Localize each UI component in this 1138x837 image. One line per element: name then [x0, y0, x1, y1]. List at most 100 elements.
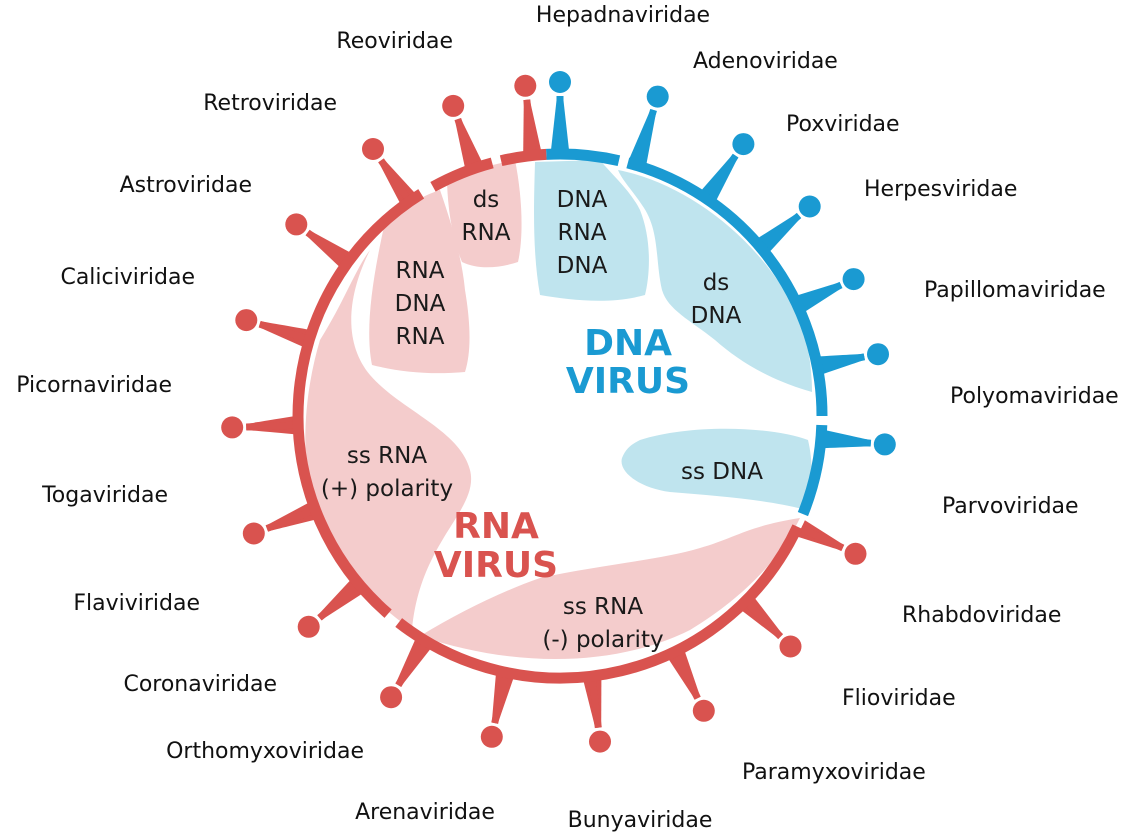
ds-rna-line-2: RNA [462, 220, 511, 246]
ss-rna-neg-line-2: (-) polarity [542, 627, 663, 653]
ss-dna-line-1: ss DNA [681, 459, 763, 485]
family-label-bunyaviridae: Bunyaviridae [568, 808, 713, 833]
spike-shaft-caliciviridae [305, 229, 347, 263]
family-label-coronaviridae: Coronaviridae [123, 672, 277, 697]
rna-dna-rna-line-2: DNA [395, 291, 446, 317]
ds-rna-region [447, 160, 522, 268]
spike-head-bunyaviridae [589, 730, 611, 753]
family-label-adenoviridae: Adenoviridae [693, 49, 838, 74]
segment-labels: ds RNA RNA DNA RNA DNA RNA DNA ds DNA ss… [321, 187, 763, 653]
dna-rna-dna-line-1: DNA [557, 187, 608, 213]
spike-head-rhabdoviridae [844, 542, 867, 565]
family-label-papillomaviridae: Papillomaviridae [924, 278, 1106, 303]
spike-arenaviridae [480, 674, 514, 748]
rna-dna-rna-region [369, 190, 470, 374]
family-label-herpesviridae: Herpesviridae [864, 177, 1017, 202]
family-label-poxviridae: Poxviridae [786, 112, 900, 137]
spike-head-papillomaviridae [842, 268, 865, 291]
dna-rna-dna-region [534, 160, 649, 301]
family-label-arenaviridae: Arenaviridae [355, 800, 495, 825]
family-label-polyomaviridae: Polyomaviridae [950, 384, 1119, 409]
rna-envelope-arc-3 [430, 157, 494, 192]
spike-reoviridae [514, 74, 542, 153]
segment-fills [305, 160, 812, 660]
family-label-reoviridae: Reoviridae [336, 29, 453, 54]
family-label-rhabdoviridae: Rhabdoviridae [902, 603, 1061, 628]
family-label-astroviridae: Astroviridae [120, 173, 252, 198]
spike-rhabdoviridae [797, 520, 867, 565]
spike-shaft-astroviridae [378, 158, 411, 201]
dna-envelope-arc-2 [626, 157, 828, 417]
spike-herpesviridae [758, 195, 821, 252]
spike-caliciviridae [285, 213, 351, 267]
family-label-retroviridae: Retroviridae [203, 91, 337, 116]
virus-titles: DNA VIRUS RNA VIRUS [434, 323, 690, 586]
spike-shaft-orthomyxoviridae [395, 642, 427, 687]
dna-envelope-arc-3 [797, 424, 828, 517]
virus-spikes [221, 71, 896, 753]
spike-head-orthomyxoviridae [380, 686, 403, 709]
spike-head-arenaviridae [480, 725, 503, 748]
spike-papillomaviridae [797, 268, 865, 312]
spike-shaft-coronaviridae [317, 584, 359, 621]
family-label-flioviridae: Flioviridae [842, 686, 956, 711]
ds-dna-line-1: ds [703, 270, 730, 296]
family-label-hepadnaviridae: Hepadnaviridae [536, 3, 710, 28]
spike-head-hepadnaviridae [549, 71, 571, 93]
spike-head-picornaviridae [235, 309, 258, 332]
family-label-picornaviridae: Picornaviridae [16, 373, 172, 398]
dna-virus-title-line-1: DNA [584, 323, 672, 364]
virus-envelope [292, 148, 828, 684]
spike-shaft-adenoviridae [634, 108, 657, 163]
spike-head-polyomaviridae [867, 343, 889, 366]
spike-parvoviridae [824, 430, 896, 456]
spike-polyomaviridae [819, 343, 889, 375]
ds-rna-line-1: ds [473, 187, 500, 213]
family-label-caliciviridae: Caliciviridae [60, 265, 195, 290]
rna-envelope-arc-1 [395, 524, 803, 684]
spike-flioviridae [741, 597, 802, 658]
dna-rna-dna-line-3: DNA [557, 253, 608, 279]
family-label-orthomyxoviridae: Orthomyxoviridae [166, 739, 364, 764]
rna-envelope-arc-2 [292, 189, 425, 618]
dna-rna-dna-line-2: RNA [558, 220, 607, 246]
ss-rna-pos-line-2: (+) polarity [321, 476, 453, 502]
spike-paramyxoviridae [668, 651, 715, 722]
spike-head-retroviridae [442, 94, 465, 117]
spike-head-herpesviridae [798, 195, 821, 218]
family-labels: Hepadnaviridae Adenoviridae Poxviridae H… [16, 3, 1119, 833]
dna-virus-title-line-2: VIRUS [566, 361, 690, 402]
spike-shaft-picornaviridae [258, 320, 307, 342]
rna-dna-rna-line-1: RNA [396, 258, 445, 284]
ds-dna-region [618, 170, 812, 392]
spike-head-coronaviridae [297, 615, 320, 638]
dna-envelope-arc-1 [546, 148, 621, 167]
spike-shaft-rhabdoviridae [799, 525, 845, 552]
rna-virus-title-line-1: RNA [453, 506, 539, 547]
family-label-parvoviridae: Parvoviridae [942, 494, 1079, 519]
ss-dna-region [621, 428, 812, 510]
spike-astroviridae [362, 138, 415, 204]
spike-shaft-flaviviridae [265, 508, 313, 532]
spike-shaft-retroviridae [454, 117, 477, 166]
spike-hepadnaviridae [549, 71, 571, 150]
spike-orthomyxoviridae [380, 639, 431, 709]
spike-shaft-parvoviridae [824, 435, 872, 447]
spike-head-flaviviridae [242, 522, 265, 545]
rna-envelope-arc-4 [499, 148, 547, 167]
rna-virus-title-line-2: VIRUS [434, 545, 558, 586]
spike-head-togaviridae [221, 416, 244, 439]
family-label-paramyxoviridae: Paramyxoviridae [742, 760, 926, 785]
spike-head-flioviridae [779, 635, 802, 658]
spike-head-paramyxoviridae [692, 699, 715, 722]
spike-head-adenoviridae [646, 85, 669, 108]
spike-bunyaviridae [583, 678, 611, 753]
spike-poxviridae [701, 133, 755, 201]
spike-head-poxviridae [732, 133, 755, 156]
spike-head-reoviridae [514, 74, 537, 97]
spike-shaft-paramyxoviridae [673, 653, 701, 700]
family-label-togaviridae: Togaviridae [41, 483, 168, 508]
spike-shaft-bunyaviridae [588, 679, 602, 729]
spike-shaft-polyomaviridae [820, 353, 865, 369]
